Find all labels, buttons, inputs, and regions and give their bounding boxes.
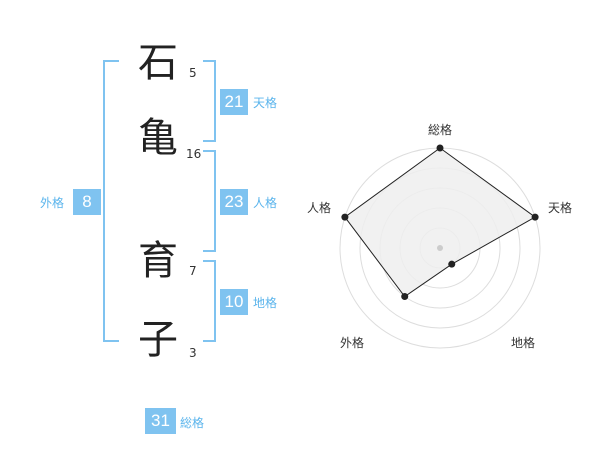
radar-point-2 — [531, 213, 539, 221]
jinkaku-bracket — [203, 150, 216, 252]
stroke-count-3: 7 — [189, 264, 197, 278]
stroke-count-1: 5 — [189, 66, 197, 80]
radar-axis-label-gaikaku: 外格 — [340, 336, 365, 350]
radar-axis-label-soukaku: 総格 — [428, 123, 453, 137]
radar-point-4 — [401, 293, 409, 301]
gaikaku-value-badge: 8 — [73, 189, 101, 215]
chikaku-value-badge: 10 — [220, 289, 248, 315]
radar-center-dot — [437, 245, 443, 251]
soukaku-label: 総格 — [180, 416, 205, 430]
radar-point-5 — [341, 213, 349, 221]
name-char-3: 育 — [138, 238, 178, 284]
radar-series-polygon — [344, 147, 537, 298]
gaikaku-label: 外格 — [40, 196, 65, 210]
radar-axis-label-tenkaku: 天格 — [548, 201, 573, 215]
chikaku-label: 地格 — [253, 296, 278, 310]
radar-axis-label-chikaku: 地格 — [511, 336, 536, 350]
soukaku-value-badge: 31 — [145, 408, 176, 434]
name-char-4: 子 — [138, 317, 178, 363]
gaikaku-bracket — [103, 60, 119, 342]
tenkaku-value-badge: 21 — [220, 89, 248, 115]
radar-point-3 — [448, 260, 456, 268]
name-char-1: 石 — [138, 40, 178, 86]
jinkaku-label: 人格 — [253, 196, 278, 210]
tenkaku-bracket — [203, 60, 216, 142]
stroke-count-4: 3 — [189, 346, 197, 360]
jinkaku-value-badge: 23 — [220, 189, 248, 215]
chikaku-bracket — [203, 260, 216, 342]
radar-axis-label-jinkaku: 人格 — [307, 201, 332, 215]
radar-point-1 — [436, 144, 444, 152]
name-char-2: 亀 — [138, 115, 178, 161]
tenkaku-label: 天格 — [253, 96, 278, 110]
stroke-count-2: 16 — [186, 147, 202, 161]
